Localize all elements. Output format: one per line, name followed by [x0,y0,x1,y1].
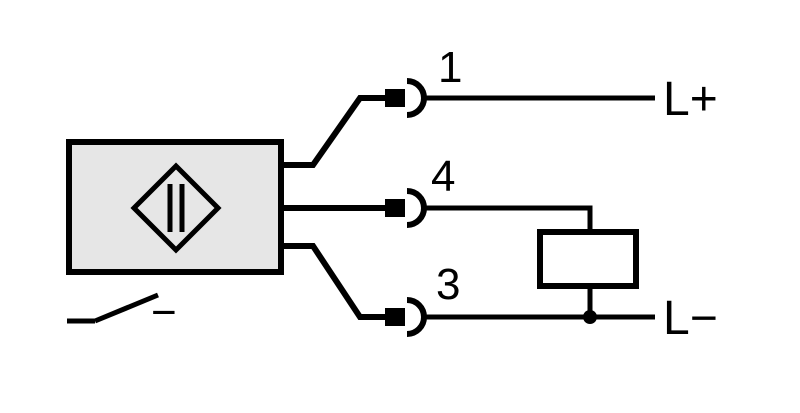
pin-label-4: 4 [431,152,455,201]
connector-pin-1 [385,78,427,118]
terminal-positive: L+ [663,73,718,126]
sensor-leads [281,95,390,320]
pin-label-1: 1 [438,43,462,92]
connector-pin-3 [385,297,427,337]
terminal-negative: L− [663,292,718,345]
switch-mark: − [151,288,177,337]
sensor-symbol-icon [130,162,222,254]
pin-label-3: 3 [436,260,460,309]
connector-pin-4 [385,188,427,228]
output-wires [424,95,655,320]
junction-dot [583,310,597,324]
normally-open-switch-icon [67,292,159,324]
load-resistor-icon [537,229,639,289]
